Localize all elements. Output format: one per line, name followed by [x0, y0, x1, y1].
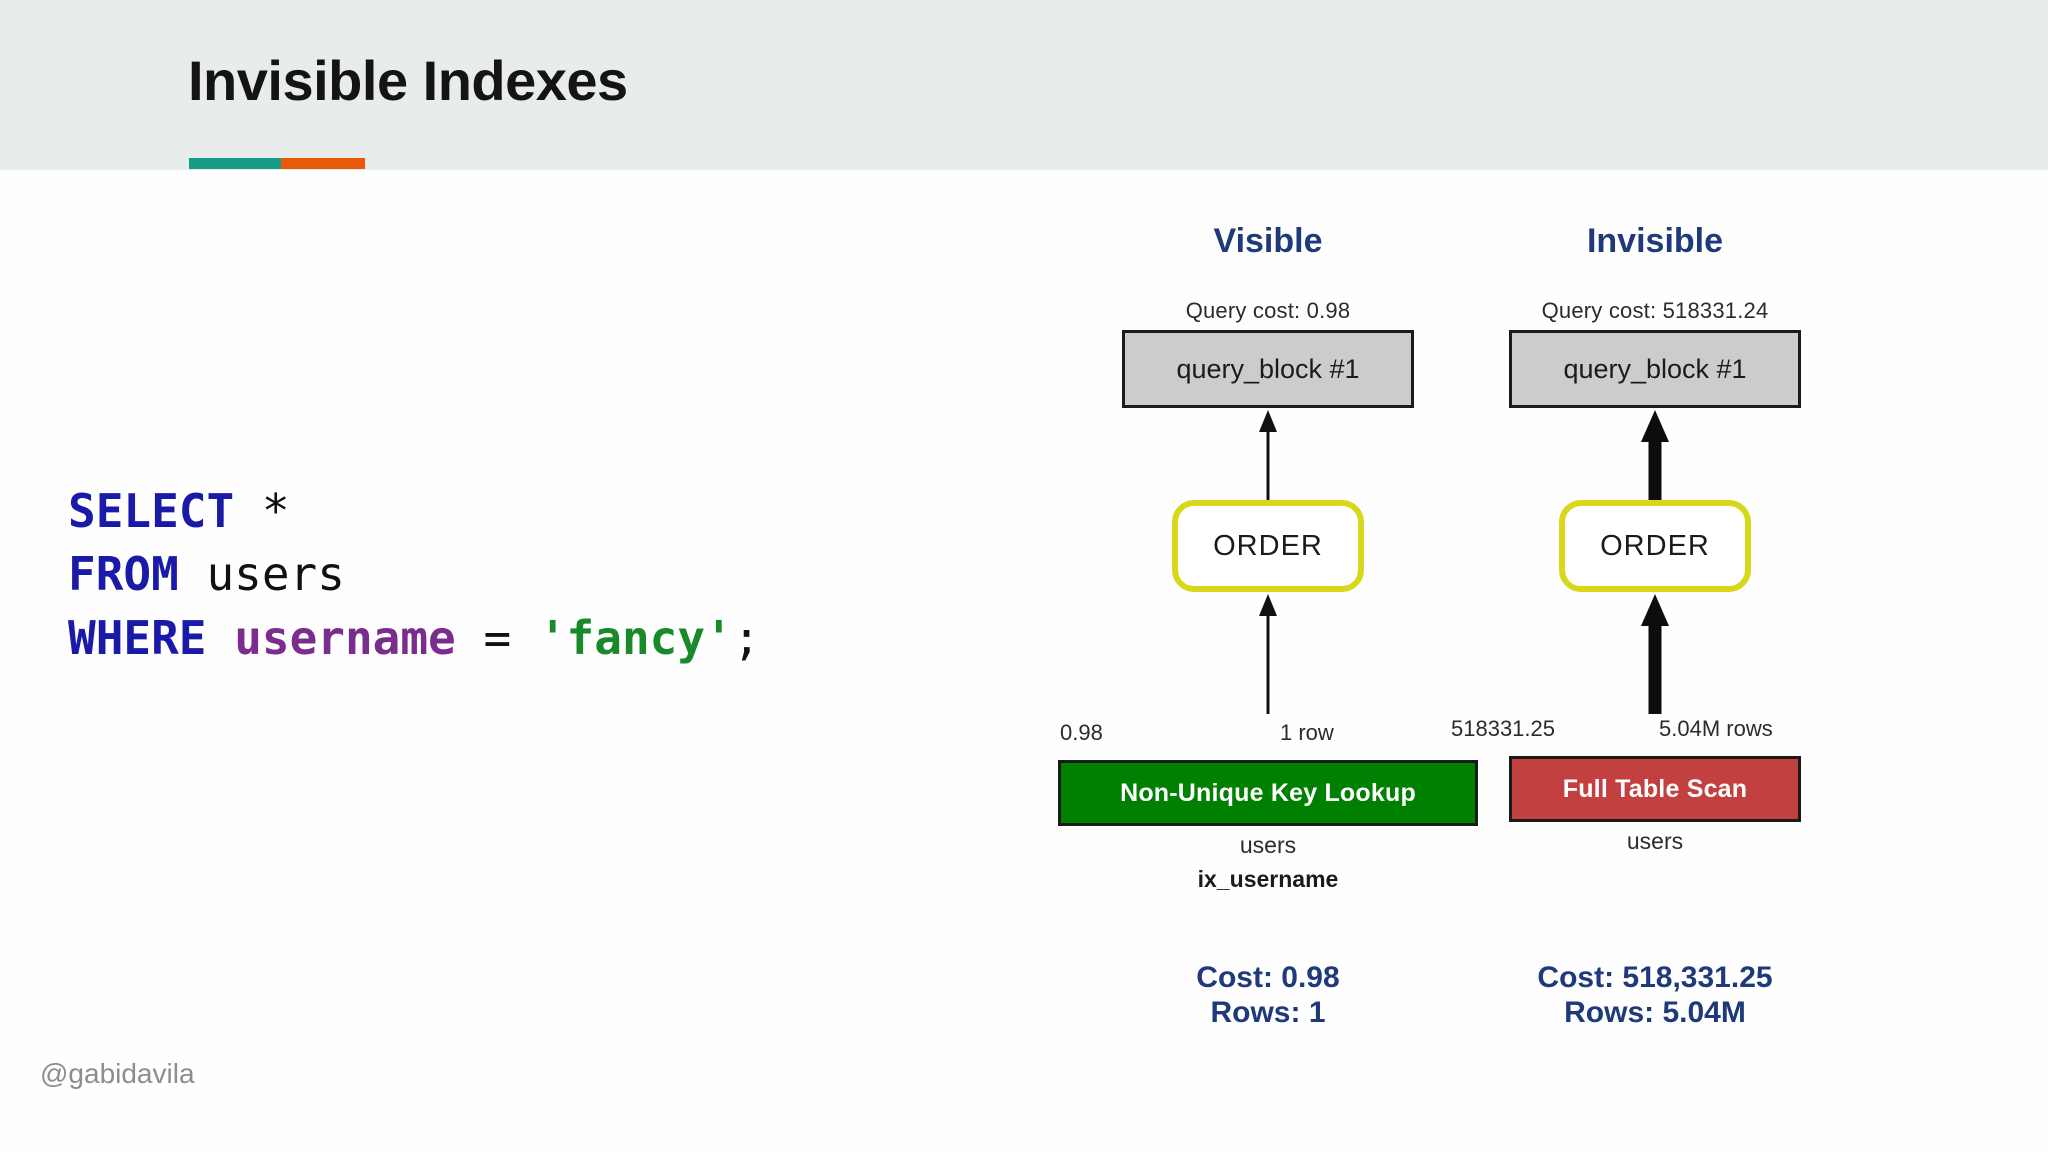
sql-statement-terminator: ;	[732, 610, 761, 665]
accent-bar-teal-segment	[189, 158, 281, 169]
edge-rows-label-visible: 1 row	[1280, 720, 1334, 745]
accent-bar	[189, 158, 365, 169]
edge-cost-label-invisible: 518331.25	[1451, 716, 1555, 741]
query-cost-label-visible: Query cost: 0.98	[1185, 298, 1351, 323]
summary-visible: Cost: 0.98 Rows: 1	[1058, 960, 1478, 1031]
sql-operator-equals: =	[483, 610, 512, 665]
summary-invisible: Cost: 518,331.25 Rows: 5.04M	[1445, 960, 1865, 1031]
sql-space-2	[456, 611, 484, 665]
order-node-visible: ORDER	[1172, 500, 1364, 592]
sql-column-username: username	[234, 610, 456, 665]
plan-heading-invisible: Invisible	[1586, 222, 1724, 260]
sql-from-table: users	[178, 547, 345, 602]
arrow-order-to-query-block-visible	[1259, 410, 1277, 500]
sql-space-3	[511, 611, 539, 665]
sql-keyword-from: FROM	[68, 547, 179, 602]
order-node-invisible: ORDER	[1559, 500, 1751, 592]
edge-cost-label-visible: 0.98	[1060, 720, 1103, 745]
arrow-leaf-to-order-visible	[1259, 594, 1277, 714]
summary-rows-visible: Rows: 1	[1210, 996, 1326, 1030]
sql-string-literal: 'fancy'	[538, 610, 733, 665]
page-title: Invisible Indexes	[188, 49, 628, 112]
summary-cost-invisible: Cost: 518,331.25	[1537, 961, 1773, 994]
slide-header-band	[0, 0, 2048, 170]
arrow-order-to-query-block-invisible	[1641, 410, 1669, 500]
summary-rows-invisible: Rows: 5.04M	[1564, 996, 1746, 1030]
sql-code-block: SELECT * FROM users WHERE username = 'fa…	[68, 480, 760, 670]
query-block-node-invisible: query_block #1	[1509, 330, 1801, 408]
table-label-invisible: users	[1626, 828, 1684, 854]
edge-rows-label-invisible: 5.04M rows	[1659, 716, 1773, 741]
sql-keyword-select: SELECT	[68, 484, 235, 538]
index-label-visible: ix_username	[1197, 866, 1339, 892]
query-cost-label-invisible: Query cost: 518331.24	[1541, 298, 1769, 323]
sql-keyword-where: WHERE	[68, 610, 207, 665]
arrow-leaf-to-order-invisible	[1641, 594, 1669, 714]
leaf-node-full-table-scan: Full Table Scan	[1509, 756, 1801, 822]
summary-cost-visible: Cost: 0.98	[1196, 961, 1340, 994]
query-block-node-visible: query_block #1	[1122, 330, 1414, 408]
plan-heading-visible: Visible	[1213, 222, 1323, 260]
leaf-node-non-unique-key-lookup: Non-Unique Key Lookup	[1058, 760, 1478, 826]
author-handle: @gabidavila	[40, 1058, 195, 1089]
sql-select-list: *	[234, 484, 290, 538]
accent-bar-orange-segment	[281, 158, 365, 169]
sql-space-1	[206, 611, 234, 665]
table-label-visible: users	[1239, 832, 1297, 858]
